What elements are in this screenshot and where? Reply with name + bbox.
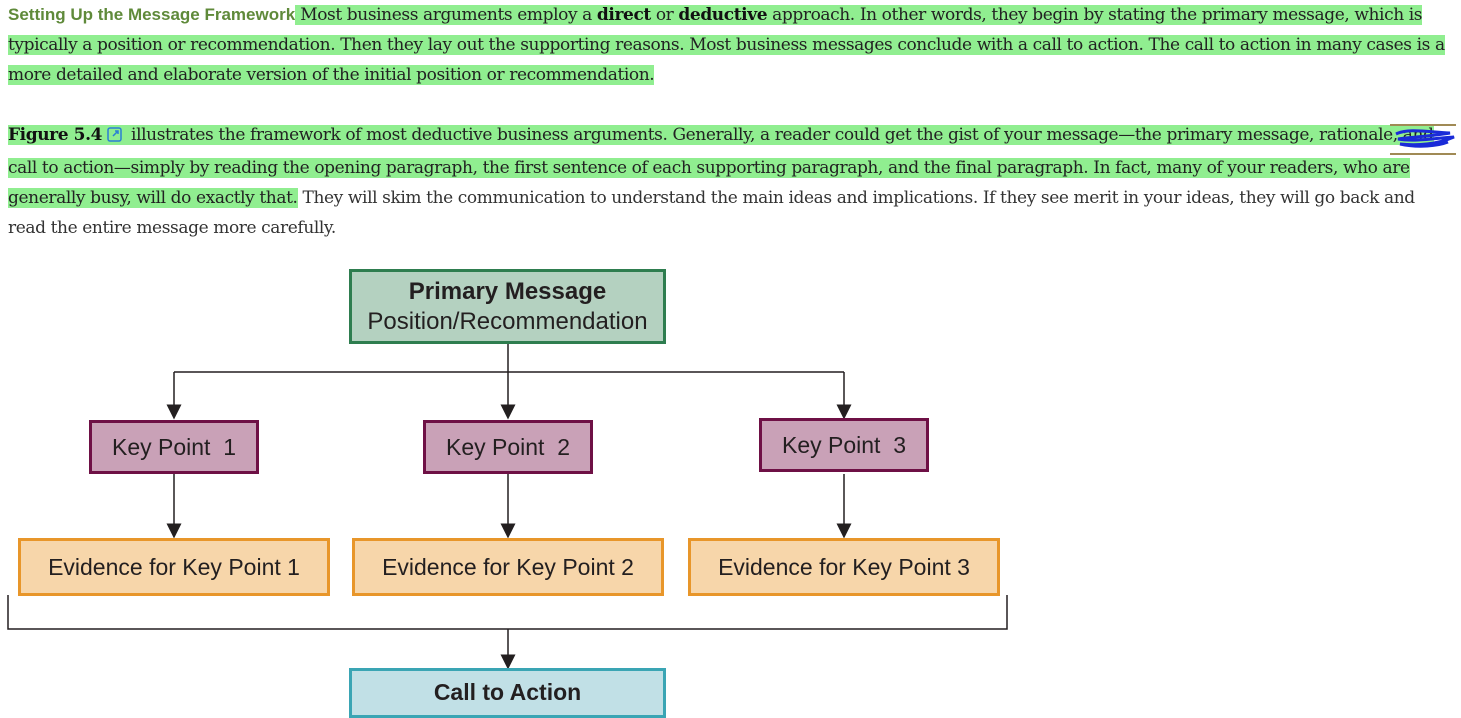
primary-message-box: Primary Message Position/Recommendation — [349, 269, 666, 344]
evidence-2-box: Evidence for Key Point 2 — [352, 538, 664, 596]
evidence-3-box: Evidence for Key Point 3 — [688, 538, 1000, 596]
message-framework-diagram: Primary Message Position/Recommendation … — [7, 269, 1008, 718]
key-point-1-box: Key Point 1 — [89, 420, 259, 474]
key-point-3-box: Key Point 3 — [759, 418, 929, 472]
primary-message-title: Primary Message — [408, 277, 607, 305]
evidence-1-box: Evidence for Key Point 1 — [18, 538, 330, 596]
text-run: Most business arguments employ a — [295, 5, 597, 25]
bold-term-deductive: deductive — [678, 5, 768, 25]
paragraph-2: Figure 5.4 illustrates the framework of … — [8, 120, 1453, 243]
bold-term-direct: direct — [596, 5, 651, 25]
paragraph-1: Setting Up the Message Framework Most bu… — [8, 0, 1453, 90]
figure-link[interactable]: Figure 5.4 — [8, 125, 103, 145]
text-run: They will skim the communication to unde… — [8, 188, 1415, 238]
call-to-action-box: Call to Action — [349, 668, 666, 718]
external-link-icon[interactable] — [106, 123, 124, 153]
key-point-2-box: Key Point 2 — [423, 420, 593, 474]
section-heading: Setting Up the Message Framework — [8, 5, 296, 24]
article-body: Setting Up the Message Framework Most bu… — [8, 0, 1453, 243]
connector-lines — [7, 344, 1008, 670]
text-run: approach. In other words, they begin by … — [8, 5, 1445, 85]
text-run: illustrates the framework of most deduct… — [8, 125, 1434, 208]
scribble-icon[interactable] — [1388, 122, 1458, 163]
text-run: or — [650, 5, 679, 25]
primary-message-subtitle: Position/Recommendation — [367, 307, 648, 335]
